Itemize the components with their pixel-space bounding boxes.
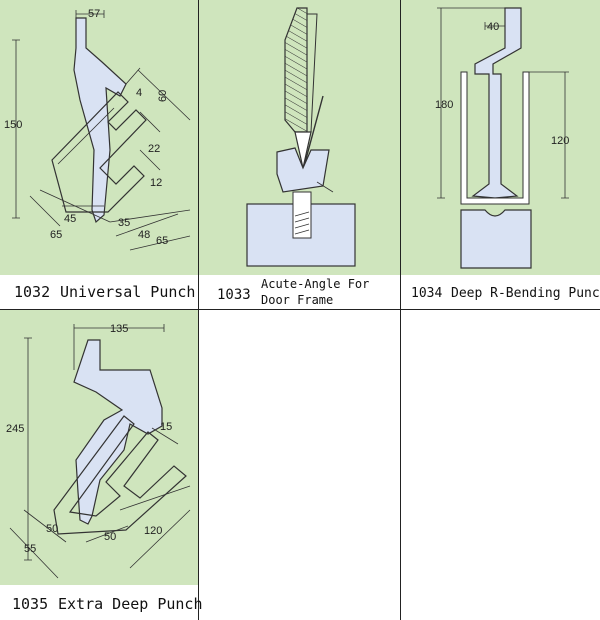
extra-deep-punch-drawing: 135 245 15 50 55 50 120 — [6, 323, 191, 579]
tool-code-1033: 1033 — [217, 287, 251, 303]
tool-code-1034: 1034 — [411, 286, 443, 301]
dim-1032-22: 22 — [148, 143, 160, 155]
tool-code-1035: 1035 — [12, 595, 49, 613]
drawing-panel-1032: 57 150 60 4 22 12 45 65 35 48 65 — [0, 0, 198, 275]
tool-card-1034: 40 180 120 1034 Deep R-Bending Punch — [401, 0, 600, 309]
tool-card-1035: 135 245 15 50 55 50 120 1035 Extra Deep … — [0, 310, 203, 620]
dim-1034-height: 180 — [435, 99, 453, 111]
tool-card-1033: 1033 Acute-Angle For Door Frame — [199, 0, 400, 309]
empty-cell-middle — [199, 310, 400, 620]
caption-1032: 1032 Universal Punch — [0, 275, 198, 309]
dim-1035-top: 135 — [110, 323, 128, 335]
tool-code-1032: 1032 — [14, 283, 51, 301]
dim-1034-top: 40 — [487, 21, 499, 33]
dim-1035-120: 120 — [144, 525, 162, 537]
drawing-panel-1033 — [199, 0, 400, 275]
drawing-panel-1035: 135 245 15 50 55 50 120 — [0, 310, 198, 585]
dim-1032-65b: 65 — [156, 235, 168, 247]
tool-name-1035: Extra Deep Punch — [58, 595, 203, 613]
dim-1032-12: 12 — [150, 177, 162, 189]
dim-1032-height: 150 — [4, 119, 22, 131]
tool-name-1034: Deep R-Bending Punch — [451, 286, 600, 301]
universal-punch-drawing: 57 150 60 4 22 12 45 65 35 48 65 — [4, 8, 191, 251]
dim-1032-65a: 65 — [50, 229, 62, 241]
acute-angle-drawing — [246, 7, 356, 267]
drawing-panel-1034: 40 180 120 — [401, 0, 600, 275]
empty-cell-right — [401, 310, 600, 620]
dim-1032-top: 57 — [88, 8, 100, 20]
dim-1034-inner: 120 — [551, 135, 569, 147]
grid-divider-v1 — [198, 0, 199, 620]
tool-name-1032: Universal Punch — [60, 283, 196, 301]
caption-1035: 1035 Extra Deep Punch — [0, 585, 203, 620]
tool-card-1032: 57 150 60 4 22 12 45 65 35 48 65 1032 Un… — [0, 0, 198, 309]
grid-divider-v2 — [400, 0, 401, 620]
dim-1032-4: 4 — [136, 87, 142, 99]
dim-1035-50b: 50 — [104, 531, 116, 543]
dim-1032-48: 48 — [138, 229, 150, 241]
deep-r-bending-drawing: 40 180 120 — [435, 7, 569, 269]
grid-divider-h1 — [0, 309, 600, 310]
tool-name-1033-line2: Door Frame — [261, 293, 334, 307]
caption-1033: 1033 Acute-Angle For Door Frame — [199, 275, 400, 309]
caption-1034: 1034 Deep R-Bending Punch — [401, 275, 600, 309]
dim-1035-50a: 50 — [46, 523, 58, 535]
dim-1035-height: 245 — [6, 423, 24, 435]
dim-1035-55: 55 — [24, 543, 36, 555]
tool-name-1033-line1: Acute-Angle For — [261, 277, 370, 291]
dim-1032-35: 35 — [118, 217, 130, 229]
dim-1035-15: 15 — [160, 421, 172, 433]
dim-1032-60: 60 — [157, 90, 169, 102]
dim-1032-45: 45 — [64, 213, 76, 225]
